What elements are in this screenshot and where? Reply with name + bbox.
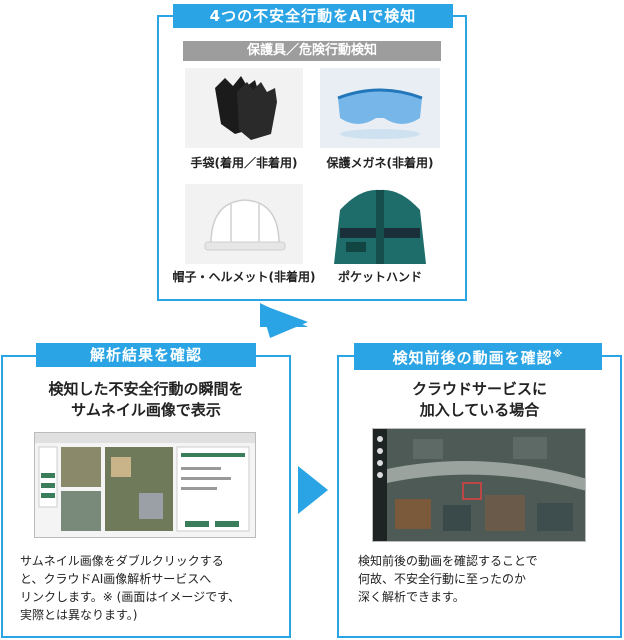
left-title-line2: サムネイル画像で表示: [71, 401, 221, 419]
left-body-line1: サムネイル画像をダブルクリックする: [20, 554, 224, 568]
helmet-photo: [185, 184, 303, 264]
helmet-label: 帽子・ヘルメット(非着用): [172, 270, 316, 284]
right-title-line2: 加入している場合: [419, 401, 540, 419]
flow-arrow-right-icon: [298, 466, 328, 514]
right-body-line1: 検知前後の動画を確認することで: [358, 554, 538, 568]
right-body-line2: 何故、不安全行動に至ったのか: [358, 572, 527, 586]
right-header-text: 検知前後の動画を確認: [392, 349, 553, 367]
left-header: 解析結果を確認: [36, 343, 256, 367]
left-title-line1: 検知した不安全行動の瞬間を: [48, 380, 244, 398]
gloves-label: 手袋(着用／非着用): [190, 156, 298, 170]
right-header: 検知前後の動画を確認※: [354, 343, 602, 370]
left-body-line2: と、クラウドAI画像解析サービスへ: [20, 572, 212, 586]
gloves-photo: [185, 68, 303, 148]
analysis-screenshot: [34, 432, 256, 538]
goggles-photo: [320, 68, 440, 148]
top-header: 4つの不安全行動をAIで検知: [173, 4, 453, 28]
left-body-line4: 実際とは異なります。): [20, 608, 138, 622]
pocket-hand-label: ポケットハンド: [337, 270, 422, 284]
right-body-line3: 深く解析できます。: [358, 590, 465, 604]
video-screenshot: [372, 428, 586, 542]
left-body-line3: リンクします。※ (画面はイメージです、: [20, 590, 241, 604]
right-title-line1: クラウドサービスに: [411, 380, 547, 398]
right-header-mark: ※: [552, 349, 564, 360]
top-subheader: 保護具／危険行動検知: [183, 41, 441, 61]
flow-arrow-diagonal-icon: [260, 304, 308, 338]
pocket-hand-photo: [320, 180, 440, 264]
goggles-label: 保護メガネ(非着用): [326, 156, 434, 170]
